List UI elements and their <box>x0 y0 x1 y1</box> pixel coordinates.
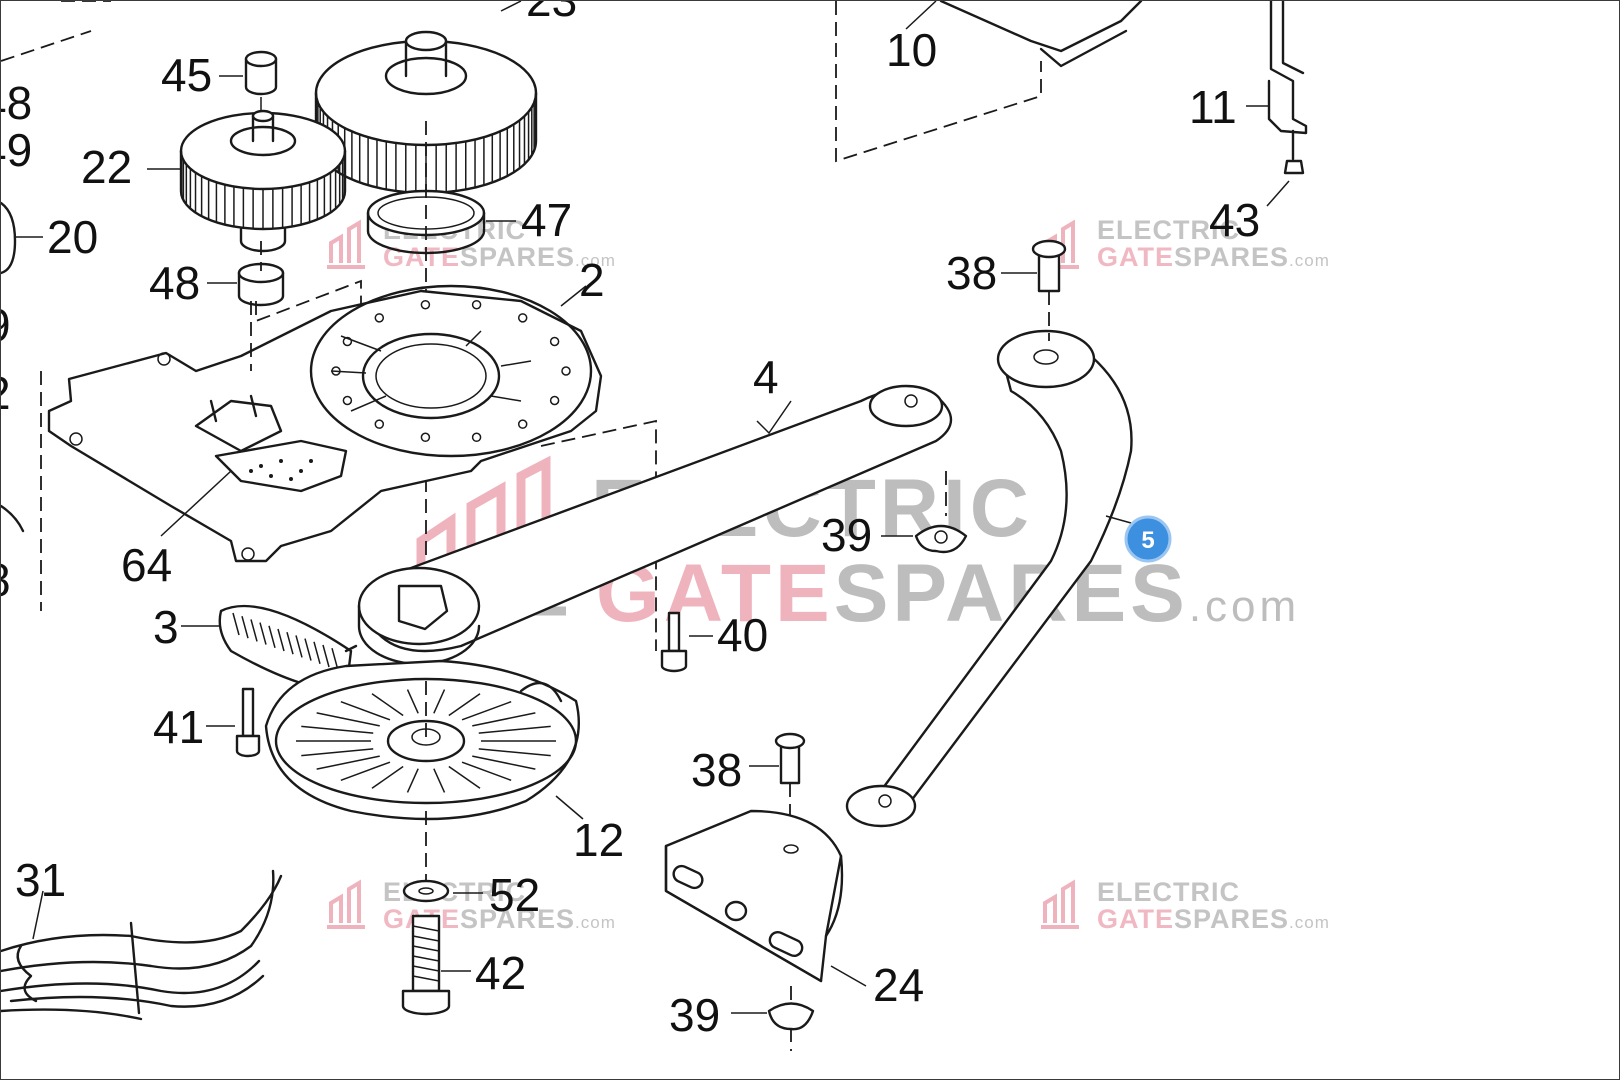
part-edge-fragments <box>1 1 111 533</box>
watermark-bottom-left: ELECTRIC GATESPARES.com <box>327 877 615 934</box>
label-9-edge: 9 <box>1 299 11 351</box>
label-23: 23 <box>526 1 577 26</box>
part-bolt-38-lower <box>749 732 806 839</box>
label-48-edge: 48 <box>1 77 32 129</box>
svg-text:ELECTRIC: ELECTRIC <box>1097 877 1240 907</box>
part-screw-41 <box>206 687 261 758</box>
label-3: 3 <box>153 601 179 653</box>
label-52: 52 <box>489 869 540 921</box>
label-64: 64 <box>121 539 172 591</box>
label-38-lower: 38 <box>691 744 742 796</box>
part-gear-small <box>147 109 347 253</box>
part-pulley <box>264 659 584 881</box>
svg-text:GATESPARES.com: GATESPARES.com <box>1097 242 1330 272</box>
watermark-com: .com <box>1189 582 1300 631</box>
part-mount-bracket <box>664 809 867 1051</box>
part-knob <box>1 201 43 275</box>
part-cable <box>1 869 283 1021</box>
label-2: 2 <box>579 254 605 306</box>
label-41: 41 <box>153 701 204 753</box>
part-ring <box>366 121 516 561</box>
part-clip-39 <box>881 471 968 554</box>
label-24: 24 <box>873 959 924 1011</box>
part-labels: 10 11 43 38 4 39 40 2 23 45 22 47 48 49 … <box>1 1 1260 1041</box>
watermark-line2: GATESPARES.com <box>596 548 1300 639</box>
label-38-top: 38 <box>946 247 997 299</box>
part-screw-40 <box>660 611 713 673</box>
label-11: 11 <box>1189 81 1237 133</box>
part-washer <box>402 879 483 903</box>
label-42: 42 <box>475 947 526 999</box>
label-10: 10 <box>886 24 937 76</box>
part-arm-straight <box>357 384 953 666</box>
label-43: 43 <box>1209 194 1260 246</box>
label-2-edge: 2 <box>1 367 11 419</box>
part-bushing <box>207 241 285 307</box>
part-base-plate <box>40 279 657 651</box>
callout-number: 5 <box>1141 527 1154 554</box>
label-49-edge: 49 <box>1 124 32 176</box>
part-arm-curved <box>845 329 1133 828</box>
label-8-edge: 8 <box>1 554 11 606</box>
svg-text:ELECTRIC: ELECTRIC <box>1097 215 1240 245</box>
watermark-small-line2: GATESPARES.com <box>383 242 616 272</box>
watermark-small-icon <box>327 219 365 269</box>
part-bolt-38-top <box>1001 239 1067 341</box>
part-clip-39-lower <box>731 1002 815 1031</box>
callout-badge-5[interactable]: 5 <box>1124 515 1172 563</box>
part-pin <box>219 50 278 121</box>
label-48: 48 <box>149 257 200 309</box>
label-12: 12 <box>573 814 624 866</box>
label-4: 4 <box>753 351 779 403</box>
label-22: 22 <box>81 141 132 193</box>
label-45: 45 <box>161 49 212 101</box>
part-housing <box>835 1 1143 163</box>
part-bolt-42 <box>401 914 471 1016</box>
part-bracket <box>1246 1 1308 207</box>
label-39-lower: 39 <box>669 989 720 1041</box>
label-20: 20 <box>47 211 98 263</box>
watermark-bottom-right: ELECTRIC GATESPARES.com <box>1041 877 1330 934</box>
watermark-top-right: ELECTRIC GATESPARES.com <box>1041 215 1330 272</box>
label-40: 40 <box>717 609 768 661</box>
svg-text:GATESPARES.com: GATESPARES.com <box>1097 904 1330 934</box>
label-39-mid: 39 <box>821 509 872 561</box>
label-31: 31 <box>15 854 66 906</box>
label-47: 47 <box>521 194 572 246</box>
